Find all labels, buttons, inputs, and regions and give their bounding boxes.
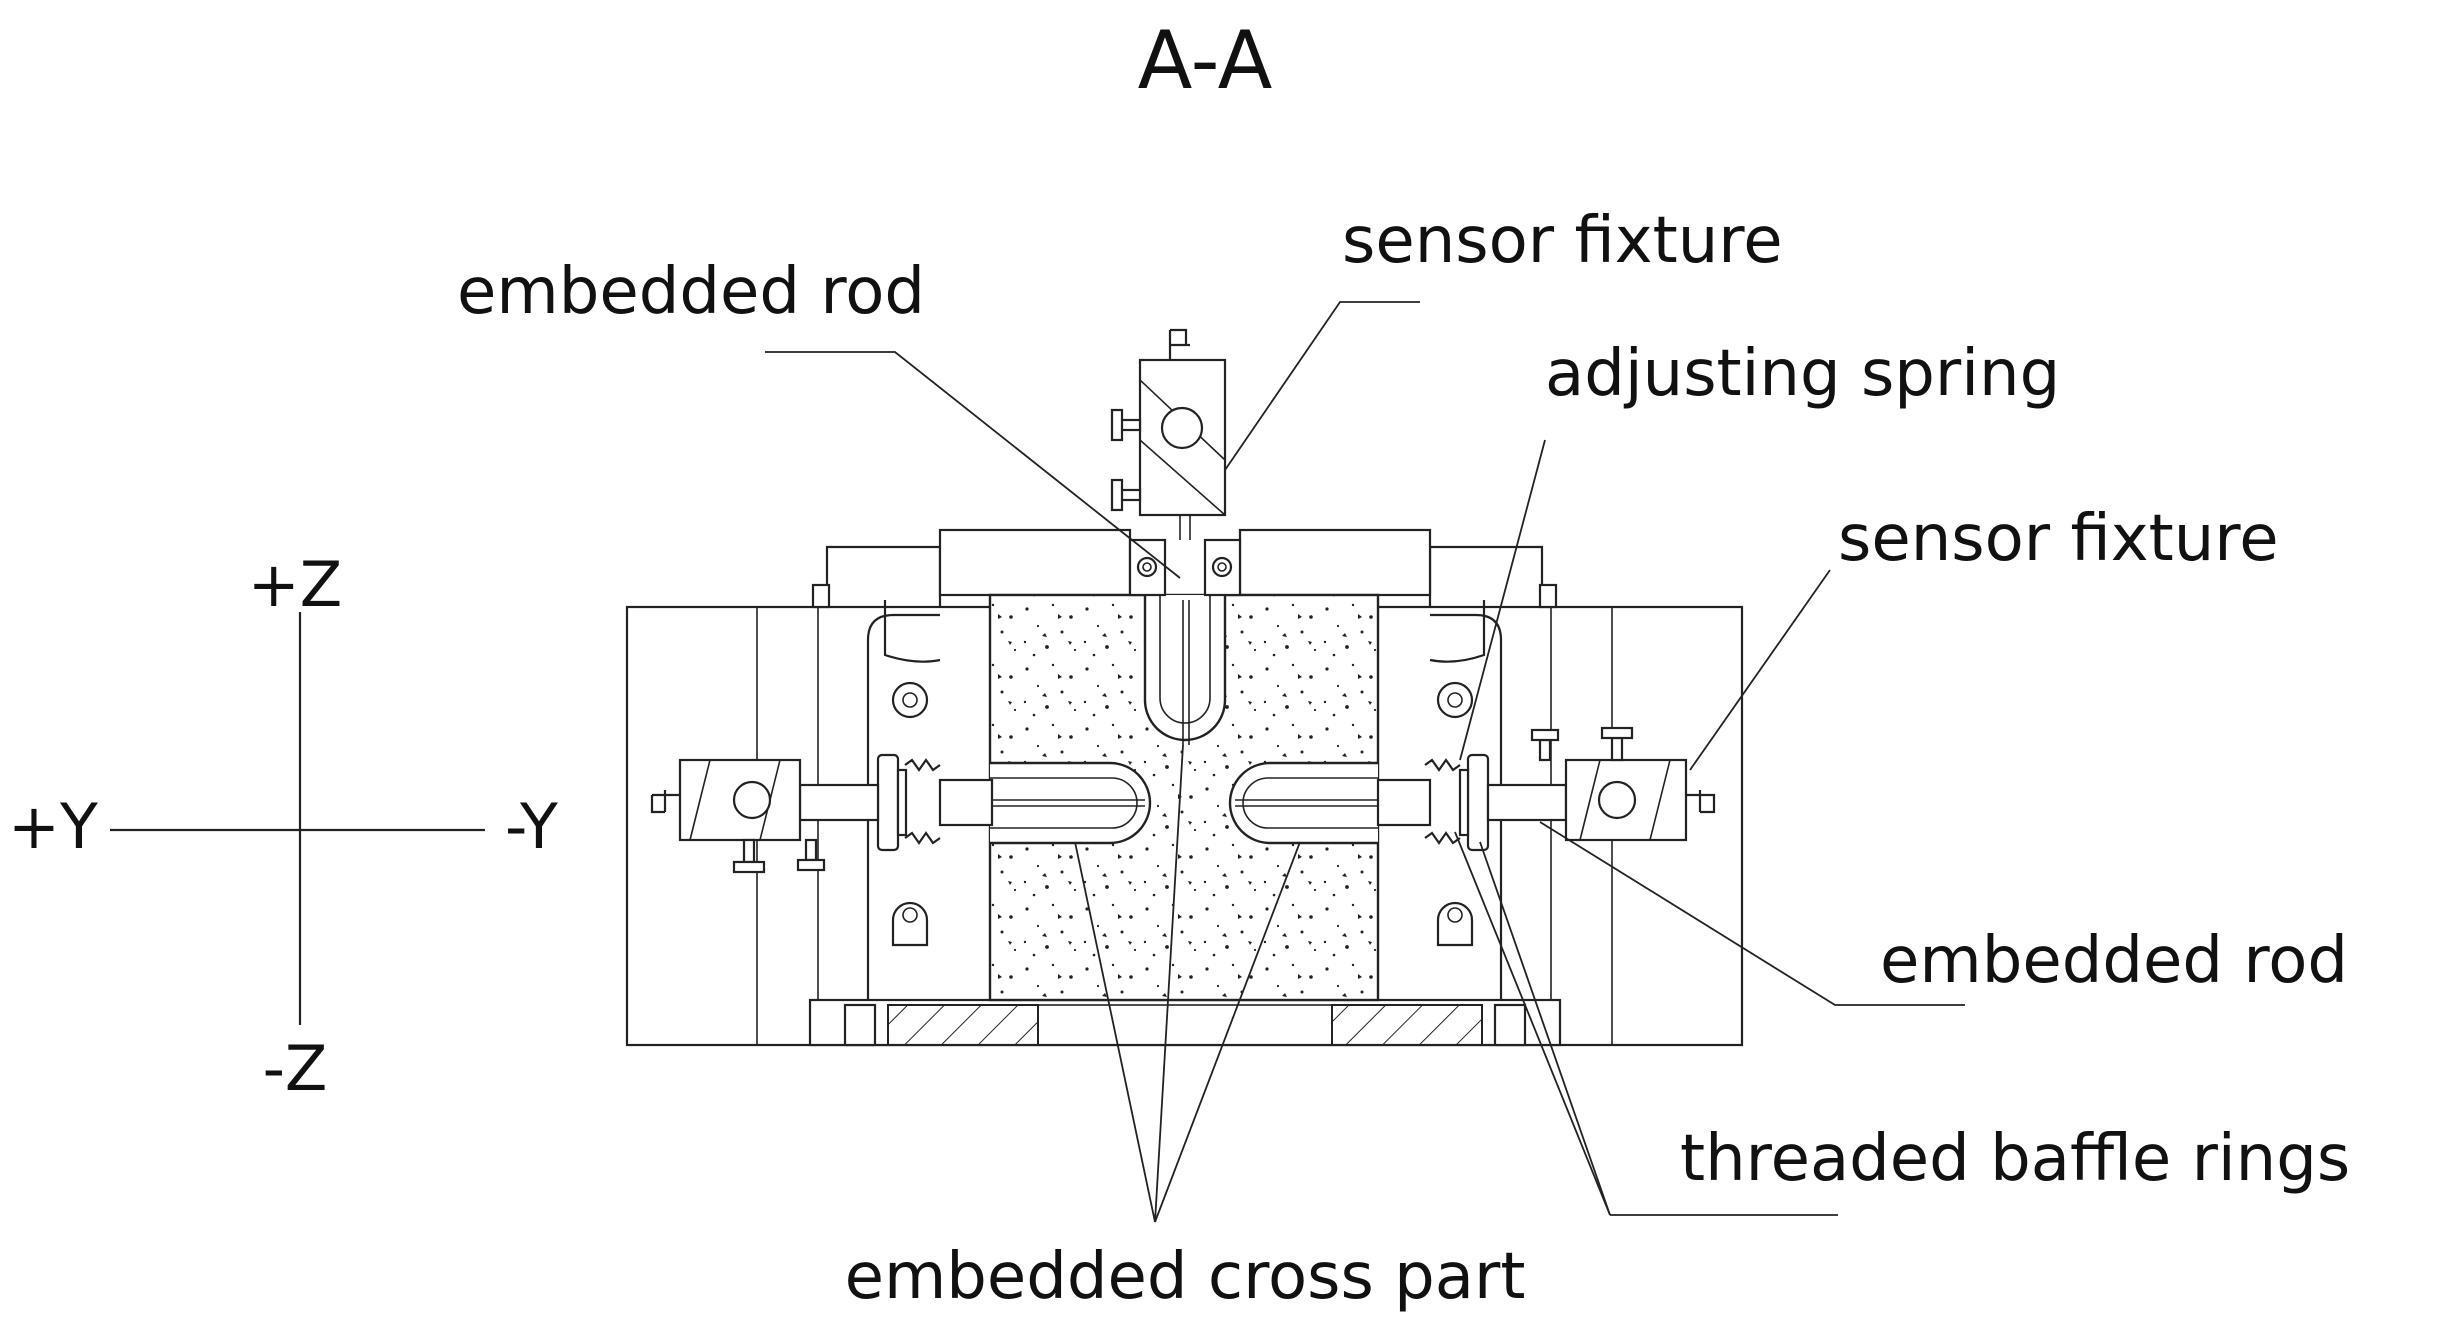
label-adjusting-spring: adjusting spring: [1545, 337, 2060, 411]
axis-cross: [110, 612, 485, 1025]
adjusting-springs: [904, 758, 1461, 845]
axis-neg-y-label: -Y: [505, 790, 558, 863]
top-plate-left: [938, 528, 1132, 597]
leader-lines: [765, 301, 1965, 1223]
axis-pos-z-label: +Z: [248, 548, 342, 621]
horizontal-slot-left: [990, 761, 1152, 845]
axis-neg-z-label: -Z: [263, 1032, 328, 1105]
sensor-fixture-left: [650, 758, 826, 874]
threaded-baffle-rings: [876, 753, 1490, 852]
axis-pos-y-label: +Y: [8, 790, 98, 863]
embedded-rod-clamps: [1128, 515, 1242, 597]
horizontal-slot-right: [1228, 761, 1378, 845]
label-sensor-fixture-top: sensor fixture: [1342, 204, 1783, 278]
label-embedded-rod-right: embedded rod: [1880, 924, 2348, 998]
sensor-fixture-right: [1530, 726, 1716, 842]
vertical-slot: [1143, 595, 1227, 742]
apparatus-assembly: [625, 328, 1744, 1047]
top-plate-right: [1238, 528, 1432, 597]
label-embedded-rod-top: embedded rod: [457, 255, 925, 329]
label-threaded-baffle-rings: threaded baffle rings: [1680, 1122, 2350, 1196]
bolt-bosses: [891, 681, 1474, 947]
sensor-fixture-top: [1110, 328, 1227, 517]
section-title: A-A: [1138, 14, 1273, 107]
label-embedded-cross-part: embedded cross part: [845, 1240, 1526, 1314]
label-sensor-fixture-right: sensor fixture: [1838, 502, 2279, 576]
